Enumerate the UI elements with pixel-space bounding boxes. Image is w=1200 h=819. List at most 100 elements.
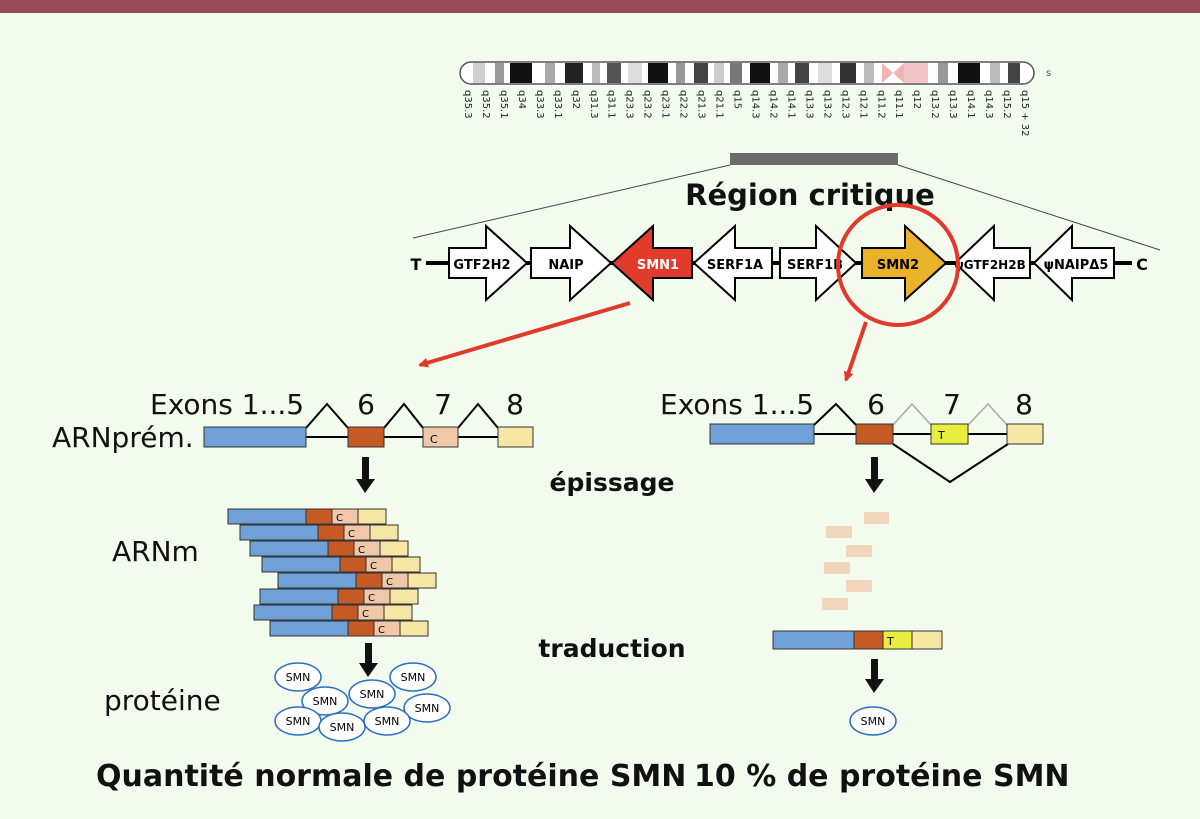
right-splice-6-7-faint: [892, 402, 932, 426]
band-label: q12: [911, 90, 922, 109]
mrna-transcript: C: [249, 540, 409, 557]
band-label: q14.1: [785, 90, 796, 119]
gene-track: T C GTF2H2 NAIP SMN1 SERF1A SERF1B SMN2 …: [411, 203, 1148, 327]
mrna-transcript: C: [239, 524, 399, 541]
band-label: q15 + 32: [1019, 90, 1030, 137]
gene-gtf2h2-arrow: [448, 223, 529, 303]
right-mrna-skipped: T: [772, 630, 943, 650]
gene-naipd5-arrow: [1032, 223, 1115, 303]
band-label: q14.1: [965, 90, 976, 119]
band-label: q11.2: [875, 90, 886, 119]
band-label: q32: [570, 90, 581, 109]
gene-smn1-arrow: [610, 223, 693, 303]
smn-protein: SMN: [403, 693, 451, 723]
mrna-transcript: C: [277, 572, 437, 589]
band-label: q33.3: [534, 90, 545, 119]
left-splice-5-6: [305, 402, 349, 429]
mrna-exon7-letter: C: [386, 577, 393, 588]
mrna-transcript: C: [253, 604, 413, 621]
gene-smn2-label: SMN2: [877, 258, 919, 273]
right-exon8-box: [1006, 423, 1044, 445]
right-exon7-box: [930, 423, 969, 445]
smn2-highlight-circle: [836, 203, 960, 327]
mrna-exon7-letter: C: [348, 529, 355, 540]
gene-naipd5-label: ψNAIPΔ5: [1044, 258, 1109, 273]
mrna-exon7-letter: C: [362, 609, 369, 620]
mrna-transcript: C: [261, 556, 421, 573]
mrna-exon7-letter: C: [378, 625, 385, 636]
gene-serf1b-arrow: [779, 223, 858, 303]
mrna-exon7-letter: C: [336, 513, 343, 524]
left-exon8-number: 8: [506, 388, 524, 421]
right-protein-ellipse: [849, 706, 897, 736]
chromosome-bands: [473, 63, 1020, 83]
right-protein-text: SMN: [861, 715, 886, 728]
left-result-text: Quantité normale de protéine SMN: [96, 759, 686, 794]
gene-gtf2h2b-arrow: [953, 223, 1031, 303]
left-splice-down-arrow: [356, 457, 375, 493]
smn1-pointer-arrow: [418, 301, 631, 368]
band-label: q14.3: [983, 90, 994, 119]
premrna-label: ARNprém.: [52, 421, 194, 454]
band-label: q33.1: [552, 90, 563, 119]
gene-naip-arrow: [530, 223, 613, 303]
smn-protein-text: SMN: [360, 688, 385, 701]
track-end-left: T: [411, 255, 422, 274]
gene-gtf2h2b-label: ψGTF2H2B: [954, 258, 1025, 272]
band-label: q15: [732, 90, 743, 109]
right-panel: Exons 1...5 6 7 8 T: [660, 388, 1070, 794]
mrna-exon7-letter: C: [370, 561, 377, 572]
left-splice-6-7: [383, 402, 424, 429]
smn-protein: SMN: [363, 706, 411, 736]
mrna-label: ARNm: [112, 535, 199, 568]
band-label: q13.3: [803, 90, 814, 119]
right-exon7-letter: T: [937, 429, 945, 442]
smn-protein-text: SMN: [330, 721, 355, 734]
degraded-mrna-fragments: [822, 512, 889, 610]
band-label: q35.3: [462, 90, 473, 119]
splicing-label: épissage: [550, 468, 675, 497]
right-splice-down-arrow: [865, 457, 884, 493]
smn-protein: SMN: [348, 679, 396, 709]
top-banner-bar: [0, 0, 1200, 13]
right-result-text: 10 % de protéine SMN: [694, 759, 1070, 794]
band-label: q23.2: [642, 90, 653, 119]
right-exon8-number: 8: [1015, 388, 1033, 421]
band-label: q12.1: [857, 90, 868, 119]
smn-protein-text: SMN: [401, 671, 426, 684]
left-exon7-letter: C: [430, 433, 438, 446]
smn-protein-text: SMN: [375, 715, 400, 728]
left-exon7-number: 7: [434, 388, 452, 421]
band-label: q31.1: [606, 90, 617, 119]
left-panel: Exons 1...5 6 7 8 ARNprém. C ARNm CCCCCC…: [52, 388, 686, 794]
right-protein: SMN: [849, 706, 897, 736]
gene-serf1a-label: SERF1A: [707, 258, 763, 273]
smn-protein: SMN: [301, 686, 349, 716]
smn-protein: SMN: [274, 706, 322, 736]
band-label: q31.3: [588, 90, 599, 119]
right-translate-down-arrow: [865, 659, 884, 693]
smn-protein-text: SMN: [286, 715, 311, 728]
left-exon6-number: 6: [357, 388, 375, 421]
left-translate-down-arrow: [359, 643, 378, 677]
band-label: q23.3: [624, 90, 635, 119]
gene-serf1b-label: SERF1B: [787, 258, 843, 273]
smn-protein-text: SMN: [313, 695, 338, 708]
track-end-right: C: [1136, 255, 1148, 274]
right-splice-7-8-faint: [967, 402, 1008, 426]
smn-protein-text: SMN: [286, 671, 311, 684]
right-exon6-box: [855, 423, 894, 445]
chromosome-end-label: s: [1046, 68, 1051, 79]
band-label: q34: [516, 90, 527, 109]
left-splice-7-8: [457, 402, 499, 429]
gene-serf1a-arrow: [692, 223, 773, 303]
band-label: q14.3: [749, 90, 760, 119]
left-exon6-box: [347, 426, 385, 448]
right-mrna-exon7-letter: T: [886, 635, 894, 648]
gene-smn1-label: SMN1: [637, 258, 679, 273]
right-exon7-skip-junction: [892, 443, 1009, 484]
